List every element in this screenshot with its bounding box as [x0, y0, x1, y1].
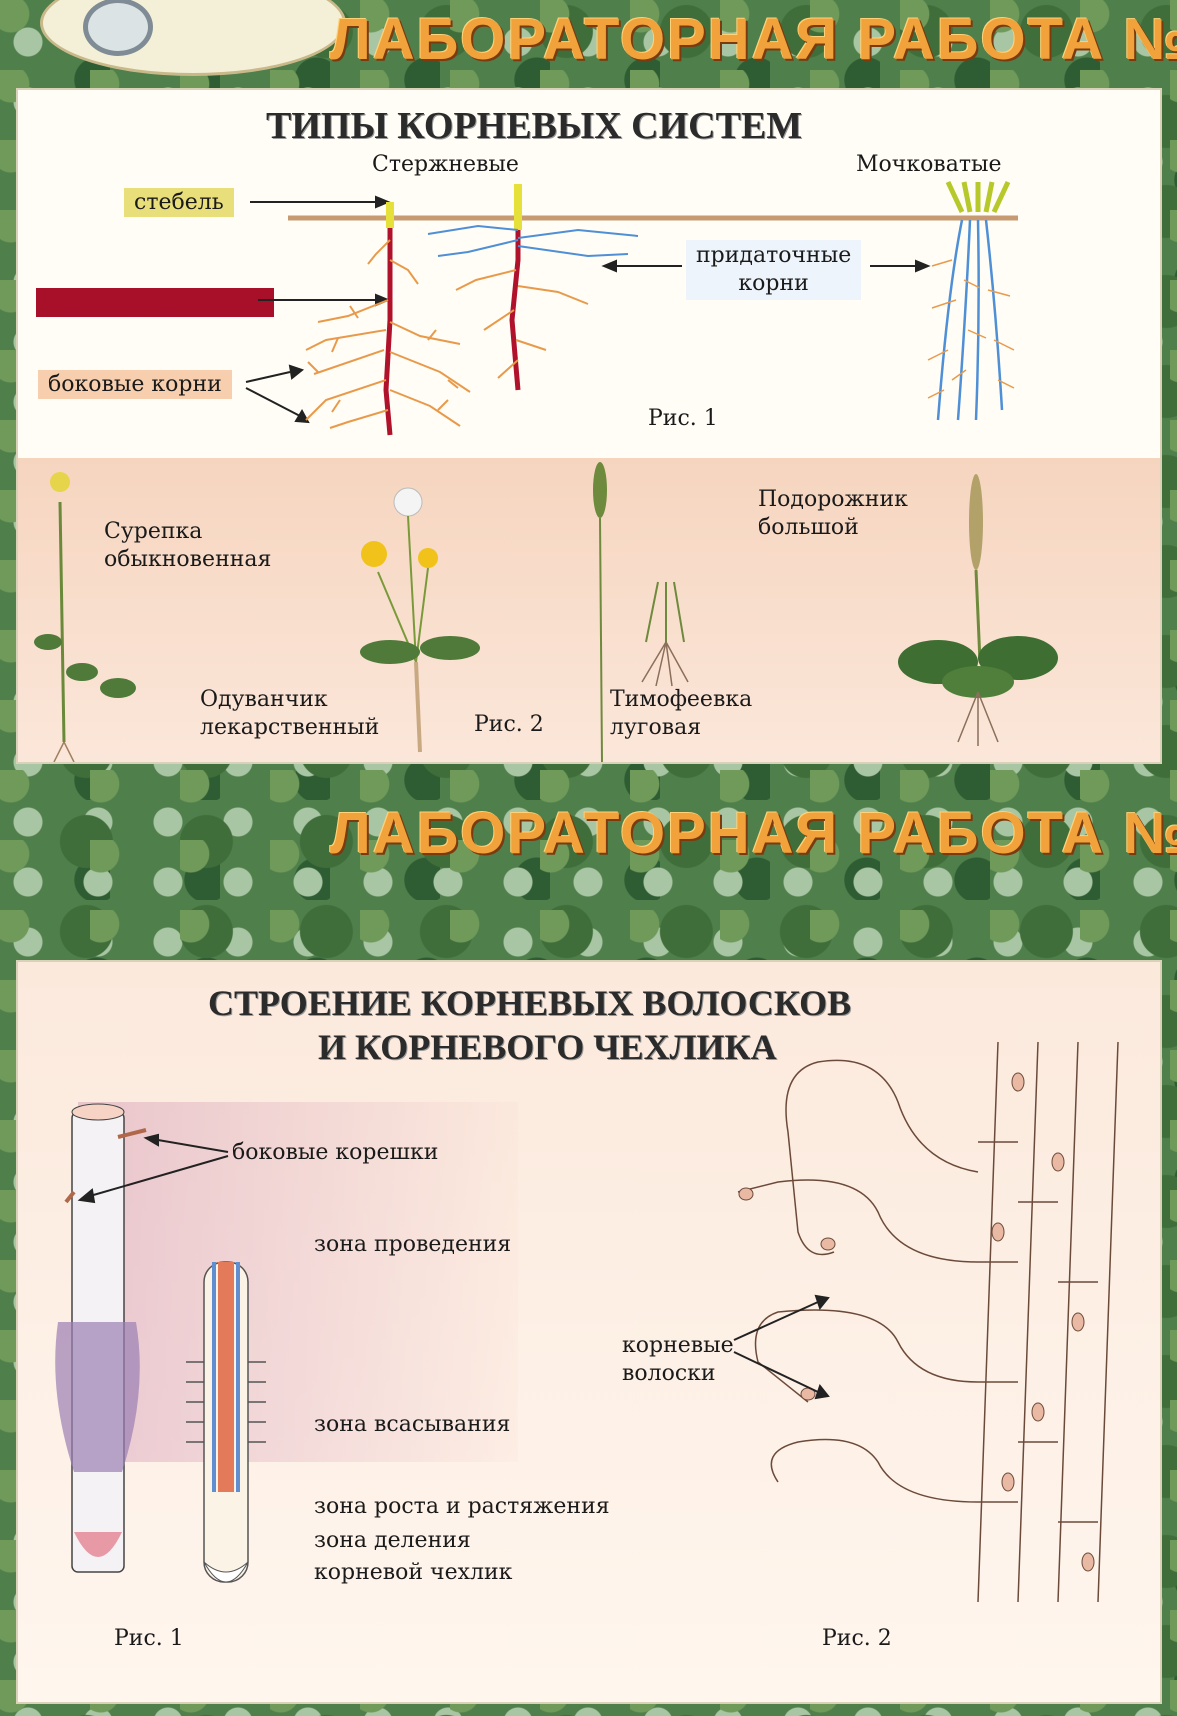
label-root-hairs: корневые волоски: [622, 1333, 734, 1386]
fig1-caption: Рис. 1: [648, 406, 718, 431]
surepka-plant: [34, 472, 136, 762]
plant-label-oduvanchik: Одуванчик лекарственный: [200, 687, 380, 740]
plant-label-podorozhnik: Подорожник большой: [758, 487, 908, 540]
lab7-fig2-caption: Рис. 2: [822, 1626, 892, 1651]
podorozhnik-plant: [898, 474, 1058, 746]
main-root-tag: главный корень: [36, 288, 274, 317]
magnifier-illustration: [40, 0, 346, 76]
lab6-panel: ТИПЫ КОРНЕВЫХ СИСТЕМ Стержневые Мочковат…: [16, 88, 1162, 764]
root-structure-diagram: [55, 1041, 1119, 1603]
fibrous-system: [927, 180, 1015, 421]
lateral-roots-tag: боковые корни: [38, 370, 232, 399]
root-longitudinal-section: [186, 1261, 266, 1583]
root-hair-arrows: [733, 1294, 830, 1400]
adventitious-roots-tag: придаточные корни: [686, 240, 862, 300]
label-lateral-rootlets: боковые корешки: [232, 1140, 439, 1165]
taproot-system-1: [305, 202, 471, 436]
label-zone-absorption: зона всасывания: [314, 1412, 511, 1437]
lab7-title-line1: СТРОЕНИЕ КОРНЕВЫХ ВОЛОСКОВ: [208, 983, 852, 1023]
taproot-system-2: [427, 184, 639, 391]
magnifier-icon: [83, 0, 153, 56]
pointer-arrows: [245, 195, 931, 424]
rootlet-arrows: [77, 1133, 229, 1204]
plant-label-timofeevka: Тимофеевка луговая: [610, 687, 753, 740]
taproot-heading: Стержневые: [372, 152, 519, 177]
lab7-title-line2: И КОРНЕВОГО ЧЕХЛИКА: [318, 1027, 777, 1067]
oduvanchik-plant: [360, 487, 480, 753]
root-systems-diagram: [245, 180, 1018, 436]
fibrous-heading: Мочковатые: [856, 152, 1002, 177]
zone-band: [78, 1102, 518, 1462]
root-tip-drawing: [55, 1103, 147, 1573]
label-zone-growth: зона роста и растяжения: [314, 1494, 610, 1519]
lab7-panel: СТРОЕНИЕ КОРНЕВЫХ ВОЛОСКОВ И КОРНЕВОГО Ч…: [16, 960, 1162, 1704]
stem-tag: стебель: [124, 188, 234, 217]
lab6-header: ЛАБОРАТОРНАЯ РАБОТА №6: [330, 7, 1177, 72]
plant-label-surepka: Сурепка обыкновенная: [104, 519, 272, 572]
label-zone-division: зона деления: [314, 1528, 471, 1553]
lab6-title: ТИПЫ КОРНЕВЫХ СИСТЕМ: [266, 105, 803, 147]
lab7-header: ЛАБОРАТОРНАЯ РАБОТА №7: [330, 801, 1177, 866]
label-zone-conduction: зона проведения: [314, 1232, 512, 1257]
root-hair-cells: [737, 1041, 1119, 1603]
fig2-caption: Рис. 2: [474, 712, 544, 737]
lab7-fig1-caption: Рис. 1: [114, 1626, 184, 1651]
label-root-cap: корневой чехлик: [314, 1560, 513, 1585]
timofeevka-plant: [593, 462, 689, 762]
cell-nuclei: [738, 1072, 1095, 1572]
plants-illustration: [34, 462, 1058, 762]
